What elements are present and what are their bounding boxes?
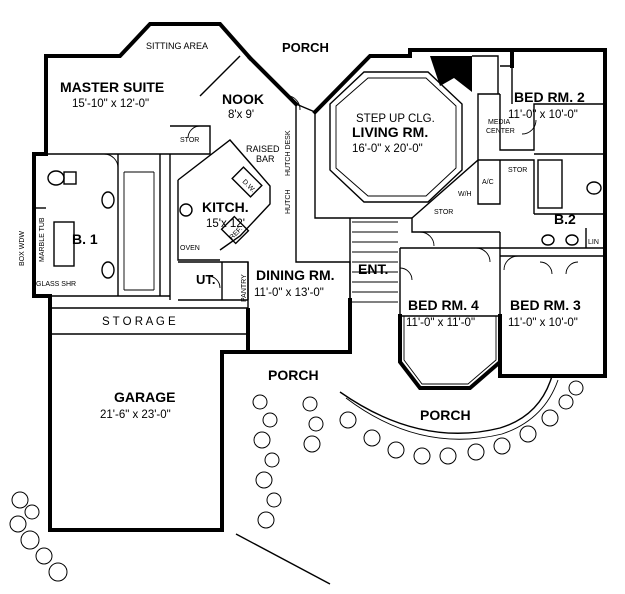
label-stor-bed2: STOR bbox=[508, 167, 527, 174]
label-box-wdw: BOX WDW bbox=[19, 231, 26, 266]
label-wh: W/H bbox=[458, 191, 472, 198]
label-bed-rm-2: BED RM. 2 bbox=[514, 89, 585, 105]
label-bar: BAR bbox=[256, 154, 275, 164]
label-oven: OVEN bbox=[180, 245, 200, 252]
label-garage: GARAGE bbox=[114, 389, 175, 405]
label-b1: B. 1 bbox=[72, 231, 98, 247]
stairs bbox=[352, 221, 398, 303]
label-porch-bottom: PORCH bbox=[420, 407, 471, 423]
label-dining-rm: DINING RM. bbox=[256, 267, 335, 283]
label-dining-rm-dim: 11'-0" x 13'-0" bbox=[254, 287, 324, 299]
label-b2: B.2 bbox=[554, 211, 576, 227]
label-bed-rm-4-dim: 11'-0" x 11'-0" bbox=[406, 317, 475, 329]
label-raised: RAISED bbox=[246, 144, 280, 154]
porch-curve bbox=[339, 375, 559, 440]
label-hutch-desk: HUTCH DESK bbox=[285, 130, 292, 176]
room-labels: SITTING AREA PORCH MASTER SUITE 15'-10" … bbox=[19, 40, 599, 423]
label-sitting-area: SITTING AREA bbox=[146, 41, 208, 51]
label-master-suite-dim: 15'-10" x 12'-0" bbox=[72, 98, 149, 110]
label-living-rm: LIVING RM. bbox=[352, 124, 428, 140]
label-ut: UT. bbox=[196, 272, 216, 287]
interior-walls bbox=[34, 55, 605, 352]
label-ent: ENT. bbox=[358, 261, 388, 277]
doors bbox=[103, 95, 579, 289]
label-stor-master: STOR bbox=[180, 137, 199, 144]
label-step-up: STEP UP CLG. bbox=[356, 113, 435, 125]
fixtures bbox=[47, 159, 602, 279]
fireplace bbox=[430, 55, 499, 94]
label-ac: A/C bbox=[482, 179, 494, 186]
label-nook-dim: 8'x 9' bbox=[228, 109, 254, 121]
label-garage-dim: 21'-6" x 23'-0" bbox=[100, 409, 171, 421]
label-kitch-dim: 15'x 12' bbox=[206, 218, 245, 230]
label-porch-top: PORCH bbox=[282, 40, 329, 55]
label-bed-rm-4: BED RM. 4 bbox=[408, 297, 479, 313]
label-hutch: HUTCH bbox=[285, 190, 292, 215]
label-bed-rm-2-dim: 11'-0" x 10'-0" bbox=[508, 109, 578, 121]
label-glass-shr: GLASS SHR bbox=[36, 281, 76, 288]
landscape-shrubs bbox=[9, 380, 584, 585]
label-media: MEDIA bbox=[488, 119, 511, 126]
label-center: CENTER bbox=[486, 128, 515, 135]
label-bed-rm-3-dim: 11'-0" x 10'-0" bbox=[508, 317, 578, 329]
bed4-bay-window bbox=[398, 314, 502, 390]
label-nook: NOOK bbox=[222, 91, 264, 107]
label-kitch: KITCH. bbox=[202, 199, 249, 215]
label-pantry: PANTRY bbox=[241, 274, 248, 302]
label-master-suite: MASTER SUITE bbox=[60, 79, 164, 95]
label-dw: D.W. bbox=[241, 178, 257, 194]
label-porch-mid: PORCH bbox=[268, 367, 319, 383]
label-living-rm-dim: 16'-0" x 20'-0" bbox=[352, 143, 423, 155]
label-marble-tub: MARBLE TUB bbox=[39, 217, 46, 262]
label-bed-rm-3: BED RM. 3 bbox=[510, 297, 581, 313]
label-storage: S T O R A G E bbox=[102, 316, 176, 328]
label-stor-hall: STOR bbox=[434, 209, 453, 216]
label-lin: LIN bbox=[588, 239, 599, 246]
